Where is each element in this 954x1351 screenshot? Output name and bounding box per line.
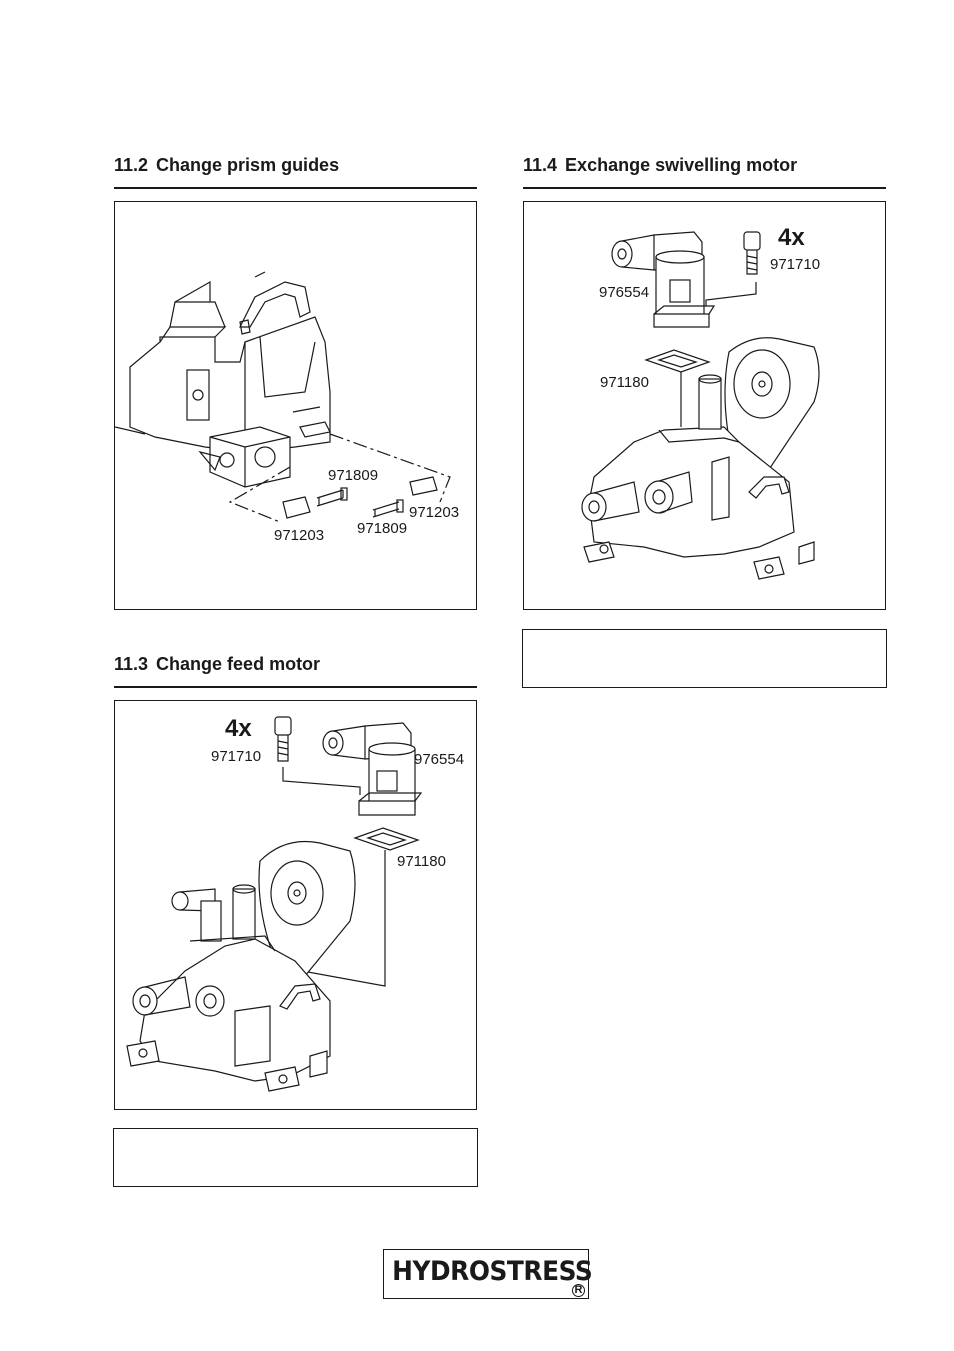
part-label-guide-right: 971203 [409,504,460,521]
section-title: Exchange swivelling motor [565,155,798,175]
part-label-gasket: 971180 [600,374,649,391]
section-number: 11.2 [114,155,149,175]
note-box-11-4 [522,629,887,688]
part-label-screw-top: 971809 [328,467,379,484]
registered-mark-icon: R [572,1284,585,1297]
feed-motor-exploded-drawing [126,716,423,1092]
part-label-guide-left: 971203 [274,527,325,544]
quantity-label: 4x [778,224,805,251]
hydrostress-logo: HYDROSTRESS R [383,1249,593,1299]
section-11-4-heading: 11.4 Exchange swivelling motor [523,155,886,189]
part-label-gasket: 971180 [397,853,446,870]
part-label-screw-bottom: 971809 [357,520,408,537]
section-11-2-heading: 11.2 Change prism guides [114,155,477,189]
section-number: 11.3 [114,654,149,674]
section-number: 11.4 [523,155,558,175]
figure-prism-guides: 971809 971809 971203 971203 [114,201,477,610]
figure-feed-motor: 4x 971710 976554 971180 [114,700,477,1110]
quantity-label: 4x [225,715,252,742]
swivelling-motor-exploded-drawing [581,231,820,580]
part-label-motor: 976554 [599,284,650,301]
part-label-screw: 971710 [211,748,262,765]
prism-guide-exploded-drawing [115,271,451,523]
part-label-screw: 971710 [770,256,821,273]
section-11-3-heading: 11.3 Change feed motor [114,654,477,688]
section-title: Change prism guides [156,155,340,175]
part-label-motor: 976554 [414,751,465,768]
logo-brand-text: HYDROSTRESS [392,1256,593,1287]
section-title: Change feed motor [156,654,321,674]
figure-swivelling-motor: 4x 971710 976554 971180 [523,201,886,610]
note-box-11-3 [113,1128,478,1187]
